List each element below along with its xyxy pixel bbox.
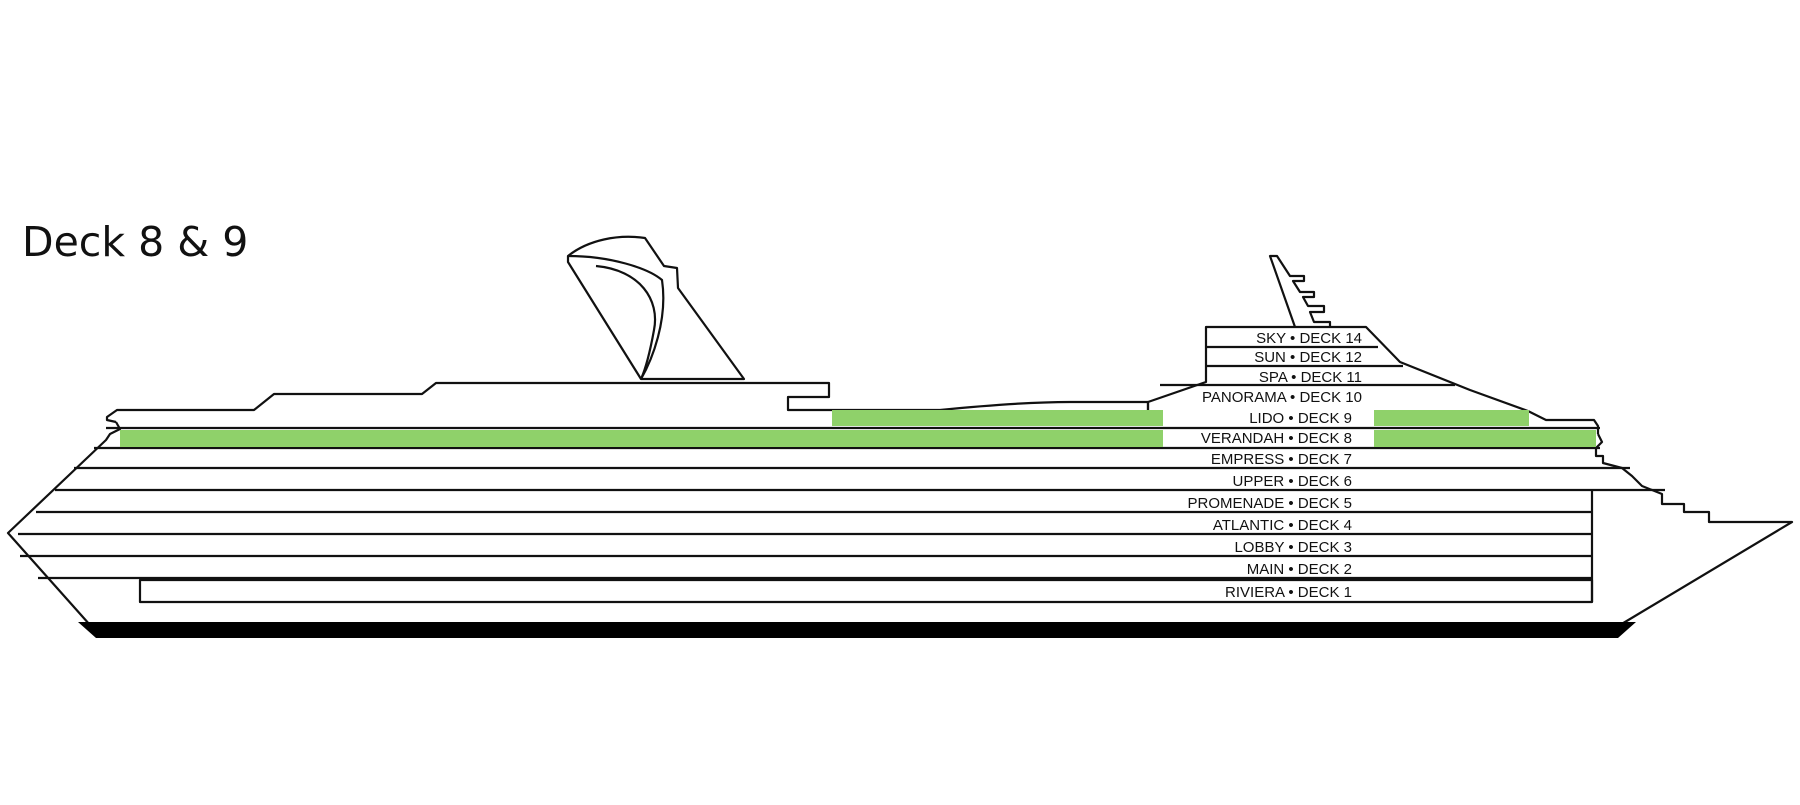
funnel-outline <box>566 235 746 381</box>
deck-label-riviera: RIVIERA • DECK 1 <box>1225 584 1352 601</box>
deck-label-panorama: PANORAMA • DECK 10 <box>1202 389 1362 406</box>
deck-label-lido: LIDO • DECK 9 <box>1249 410 1352 427</box>
deck-label-empress: EMPRESS • DECK 7 <box>1211 451 1352 468</box>
deck-9-highlight-forward <box>1374 410 1529 426</box>
mast-outline <box>1268 254 1332 328</box>
deck-8-highlight-aft <box>120 430 1163 447</box>
deck-label-sun: SUN • DECK 12 <box>1254 349 1362 366</box>
funnel-wing <box>567 254 665 380</box>
deck-label-sky: SKY • DECK 14 <box>1256 330 1362 347</box>
deck-label-upper: UPPER • DECK 6 <box>1233 473 1352 490</box>
forward-superstructure <box>1146 325 1600 434</box>
funnel-wing-inner <box>595 264 657 380</box>
deck-label-spa: SPA • DECK 11 <box>1259 369 1362 386</box>
hull-keel <box>78 622 1636 638</box>
riviera-deck-box <box>138 578 1594 604</box>
deck-label-atlantic: ATLANTIC • DECK 4 <box>1213 517 1352 534</box>
highlight-areas <box>120 410 1596 447</box>
deck-label-main: MAIN • DECK 2 <box>1247 561 1352 578</box>
deck-9-highlight-aft <box>832 410 1163 426</box>
aft-superstructure <box>105 381 1150 424</box>
deck-label-lobby: LOBBY • DECK 3 <box>1234 539 1352 556</box>
deck-labels: SKY • DECK 14 SUN • DECK 12 SPA • DECK 1… <box>1188 330 1362 601</box>
diagram-title: Deck 8 & 9 <box>22 218 249 266</box>
deck-label-promenade: PROMENADE • DECK 5 <box>1188 495 1352 512</box>
deck-8-highlight-forward <box>1374 430 1596 447</box>
deck-label-verandah: VERANDAH • DECK 8 <box>1201 430 1352 447</box>
hull-outline <box>6 421 1794 627</box>
